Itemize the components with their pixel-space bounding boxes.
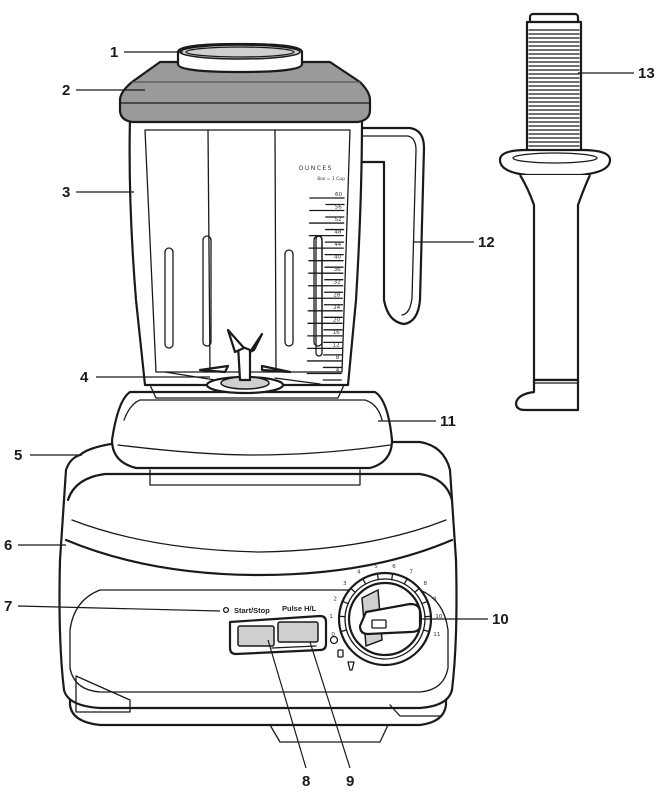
dial-tick <box>342 601 349 605</box>
callout-6: 6 <box>4 537 12 554</box>
scale-mark-label: 44 <box>334 242 341 248</box>
scale-subheading: 8oz = 1 Cup <box>317 176 345 182</box>
dial-tick <box>391 573 394 581</box>
scale-mark-label: 60 <box>335 192 342 198</box>
start-stop-switch[interactable] <box>237 625 275 647</box>
callout-12: 12 <box>478 234 495 251</box>
lid-plug <box>176 42 304 74</box>
blender-jar: OUNCES 8oz = 1 Cup 605652484440363228242… <box>128 116 426 399</box>
callout-4: 4 <box>80 369 89 386</box>
callout-3: 3 <box>62 184 70 201</box>
speed-dial: 0 1 2 3 4 5 6 7 8 9 10 11 <box>329 564 443 671</box>
control-panel: Start/Stop Pulse H/L <box>222 604 328 656</box>
scale-mark-label: 20 <box>333 317 340 323</box>
dial-tick <box>341 629 348 633</box>
dial-number: 11 <box>433 632 440 638</box>
blend-icon <box>337 649 344 658</box>
callout-2: 2 <box>62 82 70 99</box>
scale-heading: OUNCES <box>299 165 333 172</box>
callout-7: 7 <box>4 598 12 615</box>
callout-10: 10 <box>492 611 509 628</box>
callout-5: 5 <box>14 447 22 464</box>
dial-number: 7 <box>409 570 413 576</box>
callout-leaders <box>17 51 634 769</box>
dial-number: 9 <box>433 596 437 602</box>
scale-mark-label: 4 <box>336 367 340 373</box>
callout-1: 1 <box>110 44 118 61</box>
dial-number: 2 <box>333 596 337 602</box>
dial-number: 4 <box>357 570 361 576</box>
blade-assembly <box>164 328 321 395</box>
tamper <box>498 12 612 412</box>
callout-11: 11 <box>440 413 456 430</box>
status-led <box>222 606 230 614</box>
scale-mark-label: 32 <box>334 280 341 286</box>
jar-pad <box>110 390 394 486</box>
callout-13: 13 <box>638 65 655 82</box>
dial-number: 0 <box>331 632 335 638</box>
dial-number: 10 <box>435 614 442 620</box>
scale-mark-label: 28 <box>333 292 340 298</box>
scale-mark-label: 40 <box>334 255 341 261</box>
callout-8: 8 <box>302 773 310 790</box>
start-stop-label: Start/Stop <box>234 606 270 615</box>
dial-tick <box>376 573 379 581</box>
dial-tick <box>403 578 408 585</box>
scale-mark-label: 56 <box>335 205 342 211</box>
dial-tick <box>414 588 420 593</box>
scale-mark-label: 36 <box>334 267 341 273</box>
scale-mark-label: 8 <box>336 355 340 361</box>
dial-tick <box>422 629 429 633</box>
pulse-label: Pulse H/L <box>282 604 317 613</box>
scale-mark-label: 12 <box>333 342 340 348</box>
ice-crush-icon <box>329 635 339 645</box>
dial-tick <box>350 588 356 593</box>
dial-number: 6 <box>392 564 396 570</box>
dial-number: 8 <box>423 581 427 587</box>
scale-mark-label: 24 <box>333 305 340 311</box>
dial-tick <box>362 578 367 585</box>
dial-number: 3 <box>343 581 347 587</box>
dial-number: 1 <box>329 614 333 620</box>
speed-knob[interactable] <box>347 581 423 657</box>
lid <box>118 60 372 124</box>
dial-tick <box>421 601 428 605</box>
callout-9: 9 <box>346 773 354 790</box>
drink-icon <box>347 661 355 671</box>
measurement-scale: 60 56 52 48 44 40 36 32 28 24 20 16 12 8 4 <box>306 192 345 381</box>
scale-mark-label: 52 <box>335 217 342 223</box>
scale-mark-label: 48 <box>334 230 341 236</box>
callout-labels: 1 2 3 4 5 6 7 8 9 10 11 12 13 <box>4 44 655 790</box>
scale-mark-label: 16 <box>333 330 340 336</box>
dial-number: 5 <box>374 564 378 570</box>
pulse-switch[interactable] <box>277 621 319 643</box>
